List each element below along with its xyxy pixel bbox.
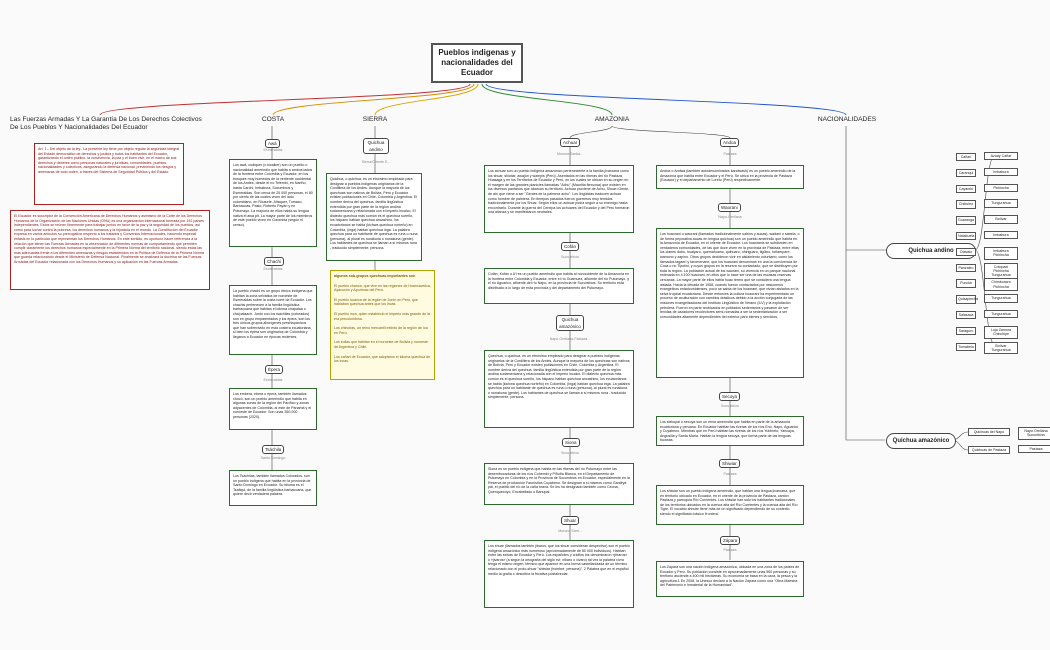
nationality-province[interactable]: Imbabura Pichincha [984, 246, 1018, 260]
secoya-province: Sucumbíos [721, 404, 739, 408]
siona-text: Siona es un pueblo indígena que habita e… [484, 463, 634, 505]
amazonia-quichua-text: Quechua, o quichua, es un etnónimo emple… [484, 350, 634, 428]
siona-province: Sucumbíos [561, 451, 579, 455]
subgroup-item: El pueblo chanca, que vive en las region… [334, 283, 431, 293]
chachi-text: La pueblo chachi es un grupo étnico indí… [229, 285, 317, 355]
nationality-name[interactable]: Panzaleo [956, 263, 976, 272]
nationality-province[interactable]: Bolívar Tungurahua [984, 341, 1018, 355]
zapara-province: Pastaza [723, 548, 737, 552]
subgroup-item: El pueblo huanca de la región de Junín e… [334, 297, 418, 307]
shiwiar-province: Pastaza [723, 472, 737, 476]
waorani-province: Napo-Orellana [718, 215, 742, 219]
amazonia-quichua-node[interactable]: Quichua amazónico [556, 315, 584, 331]
nationality-name[interactable]: Otavalo [956, 247, 976, 257]
subgroups-box: algunos sub-grupos quechuas importantes … [330, 270, 435, 380]
nationality-name[interactable]: Quichuas de Pastaza [968, 446, 1010, 455]
shiwiar-text: Los shiwiar son un pueblo indígena ameri… [656, 485, 804, 525]
andoa-node[interactable]: Andoa [720, 138, 740, 147]
nationality-name[interactable]: Quichuas del Napo [968, 428, 1010, 437]
chachi-province: Esmeraldas [263, 267, 283, 271]
nationality-name[interactable]: Cañari [956, 153, 976, 162]
nationality-name[interactable]: Tomabela [956, 342, 976, 351]
nationality-name[interactable]: Quisapincha [956, 295, 978, 304]
subgroups-title: algunos sub-grupos quechuas importantes … [334, 274, 416, 278]
waorani-text: Los huaorani o waorani (llamados tradici… [656, 228, 804, 378]
secoya-node[interactable]: Secoya [719, 392, 741, 401]
epera-node[interactable]: Épera [265, 365, 284, 374]
achuar-text: Los achuar son un pueblo indígena amazón… [484, 165, 634, 233]
shuar-node[interactable]: Shuar [561, 516, 580, 525]
amazonia-quichua-region: Napo-Orellana-Pastaza... [549, 337, 591, 341]
art1-text: Art. 1.- Del objeto de la ley.- La prese… [34, 143, 184, 205]
nationality-province[interactable]: Tungurahua [984, 199, 1018, 208]
shiwiar-node[interactable]: Shiwiar [719, 459, 740, 468]
nationality-province[interactable]: Bolívar [984, 215, 1018, 224]
branch-amazonia[interactable]: AMAZONIA [594, 116, 630, 123]
nationality-name[interactable]: Natabuela [956, 232, 976, 241]
nac-quichua-amazonico[interactable]: Quichua amazónico [886, 433, 956, 449]
branch-costa[interactable]: COSTA [261, 116, 285, 123]
zapara-text: Los Zapara son una nación indígena amazó… [656, 561, 804, 597]
tsachila-province: Santo Domingo [260, 456, 286, 460]
awa-text: Los awá, cuáiquer (o kwaiker) son un pue… [229, 159, 317, 247]
nationality-province[interactable]: Chimborazo Pichincha [984, 278, 1018, 292]
nationality-province[interactable]: Tungurahua [984, 294, 1018, 303]
secoya-text: Los siekopai o secoya son un etnia ameri… [656, 416, 804, 446]
nationality-province[interactable]: Pastaza [1018, 445, 1050, 454]
nationality-province[interactable]: Azuay Cañar [984, 152, 1018, 161]
nationality-province[interactable]: Imbabura [984, 231, 1018, 240]
nationality-province[interactable]: Tungurahua [984, 310, 1018, 319]
root-title[interactable]: Pueblos indigenas y nacionalidades del E… [431, 43, 523, 83]
nationality-name[interactable]: Caranqui [956, 168, 976, 178]
awa-province: Esmeraldas [263, 148, 283, 152]
achuar-province: Morona Santia... [556, 152, 584, 156]
cofan-province: Sucumbíos [561, 255, 579, 259]
awa-node[interactable]: Awá [265, 139, 280, 148]
sierra-quichua-region: Sierra/Oriente E... [361, 160, 391, 164]
siona-node[interactable]: Siona [562, 438, 580, 447]
cofan-node[interactable]: Cofán [561, 242, 580, 251]
branch-fuerzas-armadas[interactable]: Las Fuerzas Armadas Y La Garantía De Los… [10, 116, 202, 131]
nationality-name[interactable]: Saraguro [956, 326, 976, 336]
achuar-node[interactable]: Achuar [560, 138, 581, 147]
subgroup-item: Los cañari de Ecuador, que adoptaron el … [334, 354, 431, 364]
chachi-node[interactable]: Chachi [264, 257, 285, 266]
nationality-province[interactable]: Napo Orellana Sucumbíos [1018, 427, 1050, 440]
branch-sierra[interactable]: SIERRA [362, 116, 388, 123]
sierra-quichua-text: Quichua, o quichua, es un etnónimo emple… [326, 173, 422, 261]
convenio-text: El Ecuador es suscriptor de la Convenció… [10, 210, 210, 290]
shuar-province: Morona Sant... [558, 529, 582, 533]
tsachila-node[interactable]: Tsáchila [262, 445, 285, 454]
waorani-node[interactable]: Waorani [718, 203, 741, 212]
zapara-node[interactable]: Zápara [720, 536, 741, 545]
nationality-province[interactable]: Cotopaxi Pichincha Tungurahua [984, 262, 1018, 280]
andoa-text: Andoa o Andwa (también autodenominados k… [656, 165, 804, 189]
nationality-name[interactable]: Cayambi [956, 184, 976, 193]
cofan-text: Cofán, Kofán o A'i es un pueblo amerindi… [484, 268, 634, 304]
nationality-province[interactable]: Loja Zamora Chinchipe [984, 325, 1018, 339]
nationality-province[interactable]: Imbabura [984, 167, 1018, 177]
nationality-province[interactable]: Pichincha [984, 183, 1018, 192]
sierra-quichua-node[interactable]: Quichua andino [363, 138, 389, 154]
epera-province: Esmeraldas [263, 378, 283, 382]
nationality-name[interactable]: Guaranga [956, 216, 976, 225]
branch-nacionalidades[interactable]: NACIONALIDADES [817, 116, 877, 123]
nationality-name[interactable]: Salasaca [956, 311, 976, 320]
nationality-name[interactable]: Chibuleo [956, 200, 976, 209]
subgroup-item: Los kollas que habitan en el noroeste de… [334, 340, 428, 349]
shuar-text: Los shuar (llamados también jíbaros, que… [484, 540, 634, 608]
subgroup-item: El pueblo inca, quien estableció el impe… [334, 311, 430, 321]
subgroup-item: Los chinchas, un reino mercantil extinto… [334, 326, 428, 335]
nac-quichua-andino[interactable]: Quichua andino [886, 243, 976, 259]
epera-text: Los embera, ebera o épera, también llama… [229, 388, 317, 430]
nationality-name[interactable]: Puruhá [956, 279, 976, 288]
tsachila-text: Los Tsáchilas, también llamados Colorado… [229, 470, 317, 506]
andoa-province: Pastaza [723, 152, 737, 156]
